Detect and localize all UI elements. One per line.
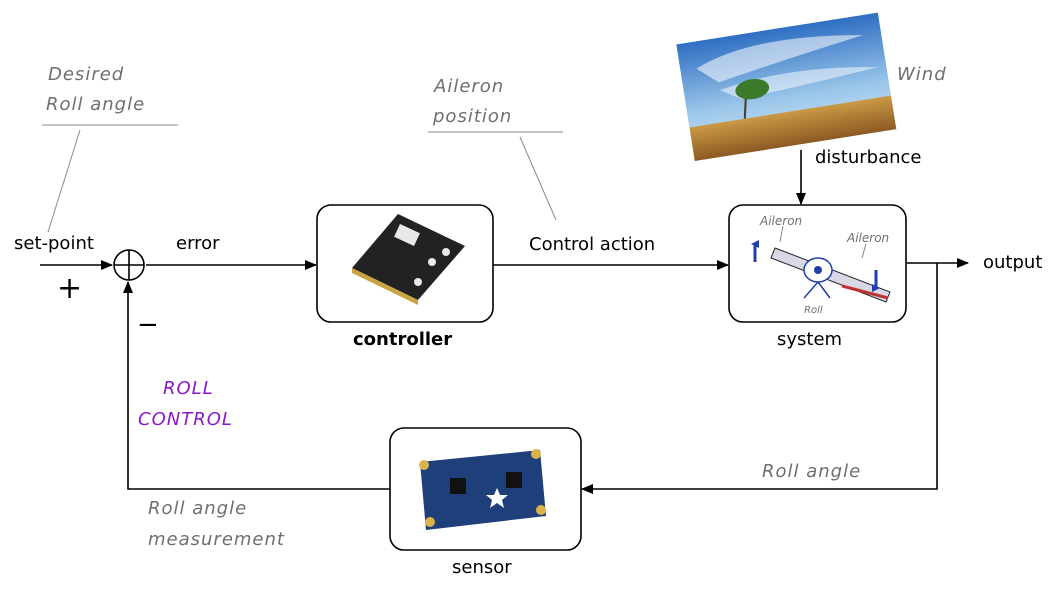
star-icon bbox=[486, 488, 508, 508]
controller-label: controller bbox=[353, 329, 452, 350]
aileron-pointer bbox=[779, 225, 784, 243]
plane-landing-gear bbox=[817, 281, 831, 299]
sensor-pcb bbox=[420, 450, 546, 530]
minus-sign: − bbox=[137, 310, 159, 340]
cloud-shape bbox=[696, 35, 864, 83]
plane-aileron bbox=[841, 284, 889, 300]
summing-junction bbox=[113, 249, 145, 281]
wind-photo bbox=[676, 12, 897, 162]
board-connector bbox=[428, 258, 436, 266]
feedback-wire-to-sensor bbox=[581, 263, 938, 494]
roll-control-line1: ROLL bbox=[163, 378, 214, 399]
plus-sign: + bbox=[57, 271, 82, 306]
field-area bbox=[689, 95, 897, 162]
set-point-label: set-point bbox=[14, 233, 94, 254]
board-connector bbox=[414, 278, 422, 286]
feedback-wire-to-summer bbox=[123, 281, 390, 490]
board-chip bbox=[394, 224, 420, 246]
error-label: error bbox=[176, 233, 220, 254]
desired-label-line1: Desired bbox=[48, 64, 124, 85]
desired-roll-angle-annotation: Desired Roll angle bbox=[42, 64, 178, 233]
aileron-position-annotation: Aileron position bbox=[428, 76, 563, 221]
sensor-mount-hole bbox=[531, 449, 541, 459]
aileron-leader-line bbox=[519, 136, 557, 221]
aileron-label-line1: Aileron bbox=[433, 76, 504, 97]
board-connector bbox=[442, 248, 450, 256]
plane-landing-gear bbox=[803, 281, 819, 299]
sensor-label: sensor bbox=[452, 557, 512, 578]
plane-aileron-label-right: Aileron bbox=[846, 231, 889, 245]
sensor-block: sensor bbox=[389, 427, 582, 578]
measurement-line2: measurement bbox=[148, 529, 285, 550]
board-body bbox=[352, 214, 465, 300]
sensor-mount-hole bbox=[536, 505, 546, 515]
system-block: Aileron Aileron Roll system bbox=[728, 204, 907, 350]
desired-leader-line bbox=[47, 129, 81, 233]
sensor-chip bbox=[506, 472, 522, 488]
tree-crown bbox=[735, 78, 770, 100]
measurement-line1: Roll angle bbox=[148, 498, 247, 519]
sensor-board-image bbox=[419, 449, 546, 530]
roll-control-title: ROLL CONTROL bbox=[138, 378, 233, 430]
roll-angle-label: Roll angle bbox=[762, 461, 861, 482]
plane-propeller bbox=[814, 266, 822, 274]
controller-block: controller bbox=[316, 204, 494, 350]
system-label: system bbox=[777, 329, 842, 350]
wind-label: Wind bbox=[897, 64, 947, 85]
roll-control-line2: CONTROL bbox=[138, 409, 233, 430]
aileron-pointer bbox=[861, 243, 867, 259]
aileron-label-line2: position bbox=[432, 106, 512, 127]
desired-label-line2: Roll angle bbox=[46, 94, 145, 115]
plane-aileron-label-left: Aileron bbox=[759, 214, 802, 228]
output-label: output bbox=[983, 252, 1042, 273]
board-pin-header bbox=[352, 268, 418, 305]
airplane-image: Aileron Aileron Roll bbox=[751, 214, 891, 316]
plane-roll-label: Roll bbox=[804, 305, 823, 316]
control-action-label: Control action bbox=[529, 234, 655, 255]
sensor-mount-hole bbox=[419, 460, 429, 470]
measurement-annotation: Roll angle measurement bbox=[148, 498, 285, 550]
controller-board-image bbox=[352, 214, 465, 305]
sensor-chip bbox=[450, 478, 466, 494]
disturbance-label: disturbance bbox=[815, 147, 922, 168]
sensor-mount-hole bbox=[425, 517, 435, 527]
